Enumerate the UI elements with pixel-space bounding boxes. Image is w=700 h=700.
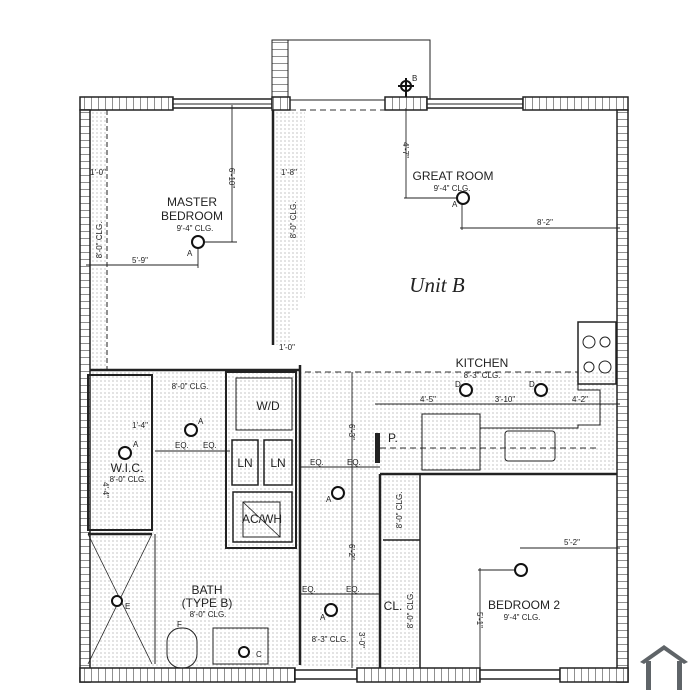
interior-walls (87, 110, 617, 668)
d-label: D (455, 380, 461, 389)
eq-label: EQ. (346, 585, 360, 594)
window (294, 669, 358, 680)
room-name: CL. (384, 599, 403, 613)
exterior-walls (79, 96, 629, 683)
appliance-label: W/D (256, 399, 280, 413)
a-label: A (320, 613, 326, 622)
room-labels: MASTER BEDROOM 9'-4" CLG. GREAT ROOM 9'-… (110, 169, 561, 644)
dimension-lines (86, 105, 620, 668)
f-label: F (177, 620, 182, 629)
room-name: LN (237, 456, 252, 470)
unit-label: Unit B (409, 273, 465, 297)
exhaust-fan-icon (111, 595, 123, 607)
sink-icon (504, 430, 556, 462)
room-name: KITCHEN (456, 356, 509, 370)
room-name: MASTER (167, 195, 217, 209)
ceiling-height: 8'-0" CLG. (110, 475, 147, 484)
exhaust-fan-icon (238, 646, 250, 658)
a-label: A (452, 200, 458, 209)
a-label: A (198, 417, 204, 426)
room-name: BATH (191, 583, 222, 597)
door-icon (375, 433, 380, 463)
room-name: (TYPE B) (182, 596, 233, 610)
center-soffit-lower-label: 1'-0" (279, 343, 295, 352)
fixture-tags: A A A A A A B C D D E F (125, 74, 535, 659)
mb-left-label: 8'-0" CLG. (95, 222, 104, 259)
e-label: E (125, 602, 130, 611)
eq-label: EQ. (175, 441, 189, 450)
eq-label: EQ. (203, 441, 217, 450)
ceiling-light-icon (534, 383, 548, 397)
appliance-label: AC/WH (242, 512, 282, 526)
br2-horizontal-label: 5'-2" (564, 538, 580, 547)
center-label: 8'-0" CLG. (289, 202, 298, 239)
a-label: A (326, 495, 332, 504)
ceiling-height: 8'-3" CLG. (464, 371, 501, 380)
c-label: C (256, 650, 262, 659)
a-label: A (187, 249, 193, 258)
vanity-icon (212, 627, 269, 665)
room-name: GREAT ROOM (413, 169, 494, 183)
balcony-outline (271, 39, 431, 101)
kitchen-counters (166, 371, 601, 669)
br2-closet-lower-label: 8'-0" CLG. (406, 592, 415, 629)
room-name: P. (388, 431, 398, 445)
ceiling-light-icon (191, 235, 205, 249)
ceiling-height: 9'-4" CLG. (177, 224, 214, 233)
hall-vertical-3-label: 3'-0" (357, 632, 366, 648)
eq-label: EQ. (302, 585, 316, 594)
kitchen-2-label: 3'-10" (495, 395, 516, 404)
room-name: BEDROOM 2 (488, 598, 560, 612)
light-fixtures (111, 78, 548, 658)
d-label: D (529, 380, 535, 389)
room-name: LN (270, 456, 285, 470)
ceiling-light-icon (118, 446, 132, 460)
br2-closet-upper-label: 8'-0" CLG. (395, 492, 404, 529)
b-label: B (412, 74, 417, 83)
eq-label: EQ. (310, 458, 324, 467)
eq-label: EQ. (347, 458, 361, 467)
ceiling-height: 9'-4" CLG. (434, 184, 471, 193)
ceiling-light-icon (514, 563, 528, 577)
wic-1-label: 1'-4" (132, 421, 148, 430)
ceiling-light-icon (456, 191, 470, 205)
ceiling-light-icon (459, 383, 473, 397)
kitchen-1-label: 4'-5" (420, 395, 436, 404)
soffit-areas (90, 110, 620, 668)
room-name: W.I.C. (111, 461, 144, 475)
dimension-labels: 1'-0" 6'-10" 5'-9" 1'-8" 1'-0" 4'-7" 8'-… (90, 142, 588, 648)
gr-horizontal-label: 8'-2" (537, 218, 553, 227)
ceiling-light-icon (331, 486, 345, 500)
soffit-labels: 8'-0" CLG. 8'-0" CLG. 8'-0" CLG. 8'-0" C… (95, 202, 415, 629)
mb-soffit-width-label: 1'-0" (90, 168, 106, 177)
toilet-icon (166, 627, 198, 669)
mb-horizontal-label: 5'-9" (132, 256, 148, 265)
window (479, 669, 561, 680)
ceiling-height: 8'-0" CLG. (190, 610, 227, 619)
center-soffit-width-label: 1'-8" (281, 168, 297, 177)
ceiling-height: 8'-3" CLG. (312, 635, 349, 644)
a-label: A (133, 440, 139, 449)
ceiling-light-icon (184, 423, 198, 437)
ceiling-height: 8'-0" CLG. (172, 382, 209, 391)
hall-vertical-2-label: 6'-2" (347, 544, 356, 560)
br2-vertical-label: 5'-1" (475, 612, 484, 628)
home-logo-icon (640, 645, 688, 690)
kitchen-3-label: 4'-2" (572, 395, 588, 404)
ceiling-height: 9'-4" CLG. (504, 613, 541, 622)
room-name: BEDROOM (161, 209, 223, 223)
hall-vertical-1-label: 6'-3" (347, 424, 356, 440)
mb-vertical-label: 6'-10" (227, 168, 236, 189)
wic-2-label: 4'-4" (101, 482, 110, 498)
ceiling-light-icon (324, 603, 338, 617)
gr-vertical-label: 4'-7" (401, 142, 410, 158)
